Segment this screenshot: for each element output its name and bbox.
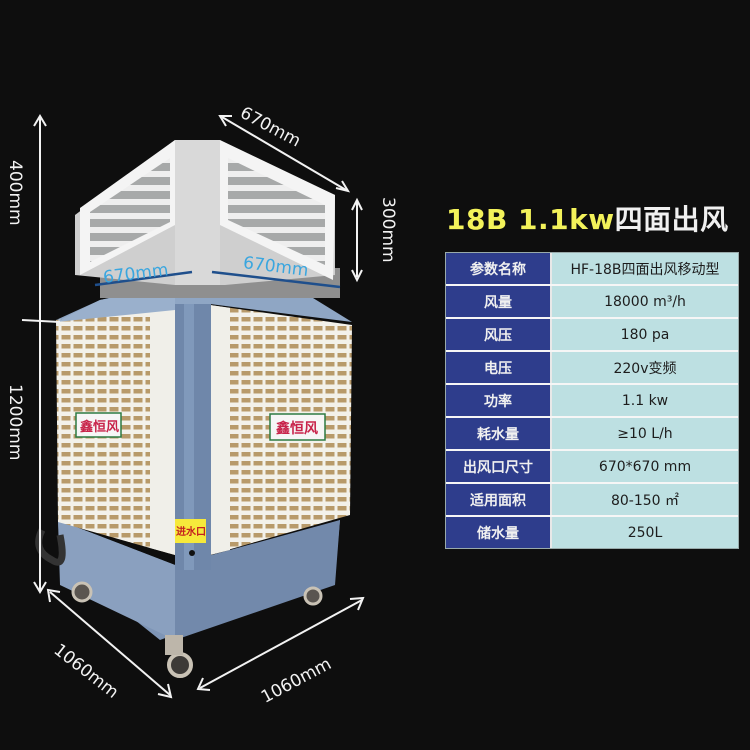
spec-key: 功率 [446,385,552,416]
spec-row-airflow: 风量 18000 m³/h [446,286,738,319]
spec-value: 18000 m³/h [552,286,738,317]
spec-value: 250L [552,517,738,548]
spec-key: 适用面积 [446,484,552,515]
water-inlet-label: 进水口 [176,527,206,538]
spec-value: 80-150 ㎡ [552,484,738,515]
spec-row-power: 功率 1.1 kw [446,385,738,418]
title-suffix: 四面出风 [614,203,729,236]
spec-value: 180 pa [552,319,738,350]
spec-row-area: 适用面积 80-150 ㎡ [446,484,738,517]
brand-label-left-text: 鑫恒风 [80,420,120,435]
dim-lower-height: 1200mm [5,384,25,461]
title-model: 18B 1.1kw [446,203,615,236]
spec-value: 220v变频 [552,352,738,383]
spec-row-model: 参数名称 HF-18B四面出风移动型 [446,253,738,286]
spec-key: 电压 [446,352,552,383]
spec-row-pressure: 风压 180 pa [446,319,738,352]
spec-key: 耗水量 [446,418,552,449]
spec-key: 储水量 [446,517,552,548]
spec-key: 参数名称 [446,253,552,284]
spec-row-voltage: 电压 220v变频 [446,352,738,385]
spec-key: 出风口尺寸 [446,451,552,482]
spec-value: 670*670 mm [552,451,738,482]
spec-value: 1.1 kw [552,385,738,416]
spec-key: 风压 [446,319,552,350]
inlet-label-bg [175,519,206,543]
brand-label-right-text: 鑫恒风 [276,421,318,437]
dim-upper-height: 400mm [5,160,25,226]
spec-key: 风量 [446,286,552,317]
brand-label-right [269,413,326,441]
spec-value: HF-18B四面出风移动型 [552,253,738,284]
dim-top-height: 300mm [378,197,398,263]
spec-row-outlet-size: 出风口尺寸 670*670 mm [446,451,738,484]
base-tank [58,520,340,640]
spec-row-tank-capacity: 储水量 250L [446,517,738,548]
air-outlet-unit [75,140,335,285]
dimension-arrows [21,114,365,699]
spec-row-water-consumption: 耗水量 ≥10 L/h [446,418,738,451]
spec-value: ≥10 L/h [552,418,738,449]
spec-table: 参数名称 HF-18B四面出风移动型 风量 18000 m³/h 风压 180 … [445,252,739,549]
product-title: 18B 1.1kw四面出风 [446,198,729,238]
brand-label-left [75,412,122,438]
casters [71,581,323,678]
air-cooler-illustration [21,114,365,699]
